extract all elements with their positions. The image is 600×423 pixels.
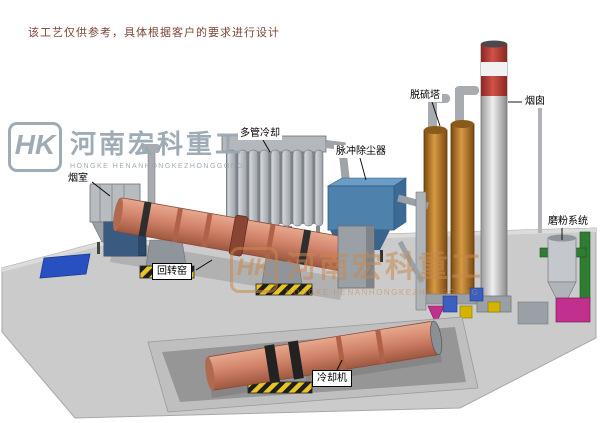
label-chimney: 烟囱 [523, 95, 547, 108]
disclaimer-text: 该工艺仅供参考，具体根据客户的要求进行设计 [28, 27, 280, 39]
chimney [476, 40, 542, 313]
grinding-system [517, 231, 591, 325]
multi-tube-cooler [221, 135, 350, 248]
label-smoke-chamber: 烟室 [66, 172, 90, 185]
desulfurization-towers [423, 86, 479, 305]
label-multi-tube-cooler: 多管冷却 [238, 127, 282, 140]
label-pulse-dust-collector: 脉冲除尘器 [334, 145, 388, 158]
label-grinding-system: 磨粉系统 [546, 215, 590, 228]
label-rotary-kiln: 回转窑 [152, 263, 192, 280]
thin-pipe [538, 95, 542, 233]
blue-pad [39, 253, 91, 279]
cooling-machine [205, 320, 443, 394]
label-cooling-machine: 冷却机 [312, 370, 352, 387]
label-desulfurization-tower: 脱硫塔 [408, 89, 442, 102]
auxiliary-equipment [397, 191, 501, 325]
rotary-kiln [113, 197, 375, 296]
